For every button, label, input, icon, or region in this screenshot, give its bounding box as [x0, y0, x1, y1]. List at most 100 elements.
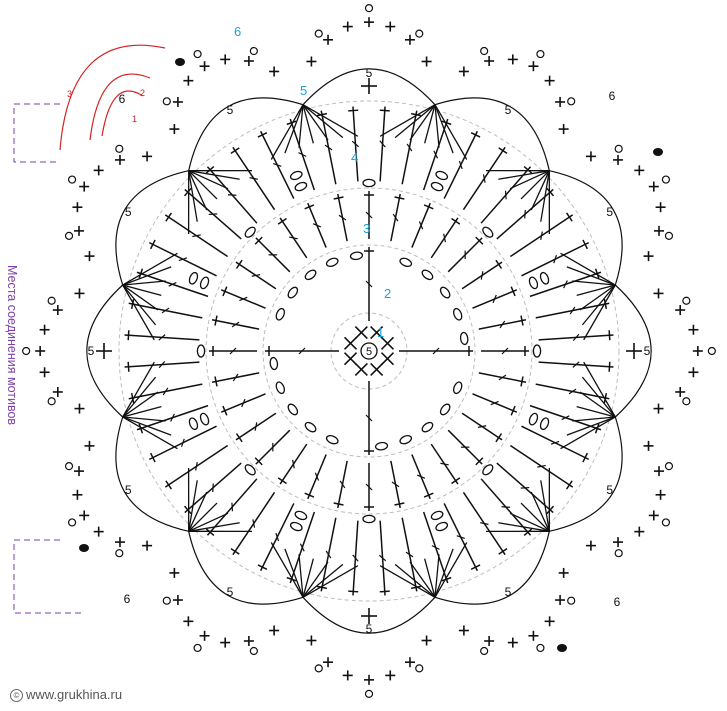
round2-chain	[287, 403, 299, 416]
stitch-crossbar	[405, 551, 414, 558]
fan-stitch	[284, 548, 304, 598]
guide-circle	[205, 187, 533, 515]
round2-chain	[421, 269, 434, 281]
stitch-crossbar	[241, 398, 246, 408]
stitch-top	[277, 217, 287, 225]
stitch-top	[546, 187, 555, 197]
stitch-crossbar	[161, 307, 170, 314]
stitch-crossbar	[456, 535, 465, 540]
stitch-crossbar	[338, 214, 347, 221]
round4-chain	[435, 521, 449, 532]
chain-count-label: 5	[125, 205, 132, 219]
round3-chain	[362, 178, 376, 188]
sc-x-stroke	[354, 325, 368, 340]
fan-stitch	[583, 284, 616, 341]
stitch-top	[582, 239, 589, 250]
stitch-top	[394, 502, 405, 506]
fan-stitch	[579, 391, 616, 418]
round2-chain	[275, 307, 285, 321]
stitch-crossbar	[490, 400, 499, 406]
round2-chain	[399, 435, 413, 445]
stitch-top	[254, 457, 263, 466]
fan-stitch	[122, 284, 162, 296]
stitch-crossbar	[406, 143, 413, 152]
round4-chain	[539, 271, 550, 285]
joining-marks	[13, 44, 663, 652]
stitch-crossbar	[540, 231, 543, 240]
fan-stitch	[394, 563, 436, 598]
red-direction-arc	[101, 90, 144, 137]
fan-stitch	[188, 480, 198, 532]
picot	[115, 549, 124, 558]
stitch-crossbar	[561, 415, 570, 421]
scallop-arch	[188, 97, 304, 171]
stitch-top	[603, 392, 608, 404]
stitch-top	[130, 392, 135, 404]
stitch-top	[127, 361, 130, 372]
guide-circle	[262, 244, 476, 458]
fan-stitch	[520, 170, 550, 200]
round2-chain	[275, 381, 285, 395]
sc-x-stroke	[343, 352, 358, 366]
fan-stitch	[379, 104, 436, 137]
stitch-crossbar	[298, 152, 307, 157]
fan-stitch	[560, 252, 616, 286]
stitch-top	[230, 147, 240, 155]
scallop-arch	[115, 170, 189, 286]
fan-stitch	[566, 416, 616, 436]
scallop-arch	[86, 284, 124, 418]
guide-circle	[118, 100, 620, 602]
stitch-top	[138, 268, 144, 279]
stitch-top	[523, 528, 533, 537]
stitch-top	[214, 315, 218, 326]
stitch-top	[451, 477, 461, 485]
round2-chain	[374, 441, 389, 451]
red-row-number: 1	[132, 114, 137, 124]
stitch-top	[379, 590, 390, 593]
stitch-top	[423, 204, 434, 210]
fan-stitch	[122, 284, 159, 311]
fan-stitch	[188, 512, 229, 532]
round4-chain	[528, 276, 539, 290]
chain-count-label: 5	[366, 622, 373, 636]
picot	[664, 462, 674, 471]
footer-url: www.grukhina.ru	[26, 687, 123, 702]
scallop-arch	[434, 531, 550, 605]
round2-chain	[349, 251, 364, 261]
stitch-crossbar	[229, 347, 237, 355]
fan-stitch	[284, 104, 304, 154]
stitch-crossbar	[498, 374, 507, 381]
stitch-crossbar	[352, 554, 359, 562]
fan-stitch	[122, 266, 172, 286]
scallop-arch	[434, 97, 550, 171]
fan-stitch	[434, 554, 440, 598]
sc-x-stroke	[380, 336, 395, 350]
fan-stitch	[509, 512, 550, 532]
stitch-top	[594, 423, 600, 434]
fan-stitch	[122, 376, 157, 418]
stitch-top	[523, 165, 533, 174]
fan-stitch	[188, 502, 218, 532]
stitch-crossbar	[378, 554, 387, 562]
stitch-crossbar	[168, 281, 177, 287]
scallop-arch	[614, 284, 652, 418]
stitch-crossbar	[178, 257, 188, 262]
round4-chain	[435, 170, 449, 181]
picot	[47, 397, 56, 406]
stitch-top	[277, 477, 287, 485]
join-bracket-bottom	[13, 539, 85, 614]
fan-stitch	[122, 416, 172, 436]
scallop-arch	[188, 531, 304, 605]
stitch-crossbar	[433, 150, 439, 159]
fan-stitch	[576, 406, 616, 418]
fan-stitch	[122, 416, 178, 450]
round2-chain	[287, 286, 299, 299]
scallop-arch	[549, 416, 623, 532]
fan-stitch	[188, 170, 229, 190]
fan-stitch	[434, 548, 454, 598]
sc-x-stroke	[354, 362, 368, 377]
fan-stitch	[572, 416, 616, 422]
picot	[661, 175, 671, 184]
fan-stitch	[434, 104, 440, 148]
